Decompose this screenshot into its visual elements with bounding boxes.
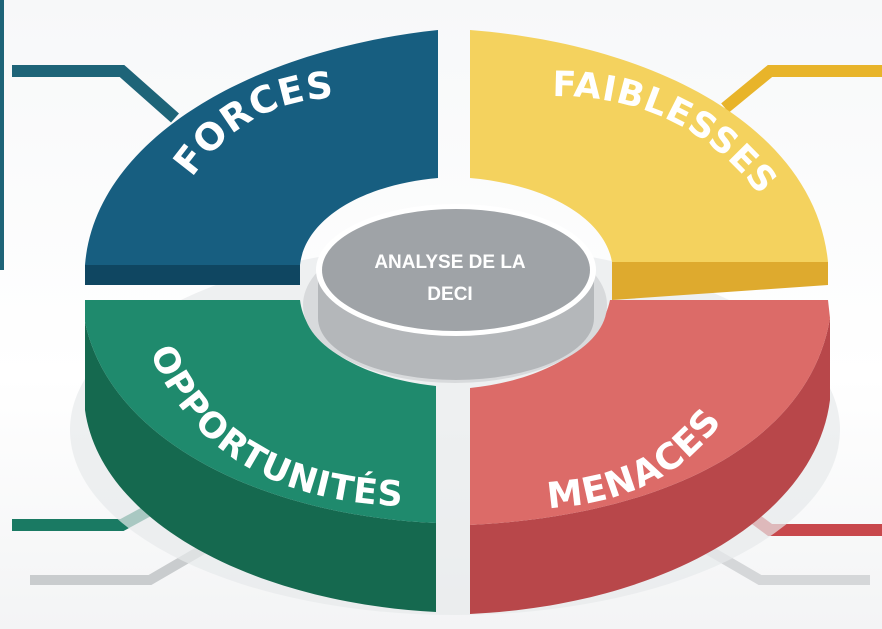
- faiblesses-side: [612, 262, 828, 300]
- center-hub-top: [322, 209, 590, 331]
- menaces-side: [470, 318, 830, 614]
- quadrant-forces: FORCES: [85, 30, 438, 285]
- forces-top: [85, 30, 438, 265]
- center-title-line-2: DECI: [427, 284, 472, 305]
- faiblesses-connector-line: [721, 65, 882, 113]
- forces-connector-line: [12, 65, 179, 123]
- faiblesses-top: [470, 30, 828, 262]
- forces-side: [85, 265, 300, 285]
- quadrant-menaces: MENACES: [470, 300, 830, 614]
- left-frame-edge: [0, 0, 4, 270]
- opportunites-side: [85, 322, 436, 612]
- center-hub: ANALYSE DE LA DECI: [303, 204, 607, 383]
- quadrant-opportunites: OPPORTUNITÉS: [85, 300, 436, 612]
- center-title-line-1: ANALYSE DE LA: [374, 252, 526, 273]
- opportunites-top: [85, 300, 436, 523]
- menaces-top: [470, 300, 830, 525]
